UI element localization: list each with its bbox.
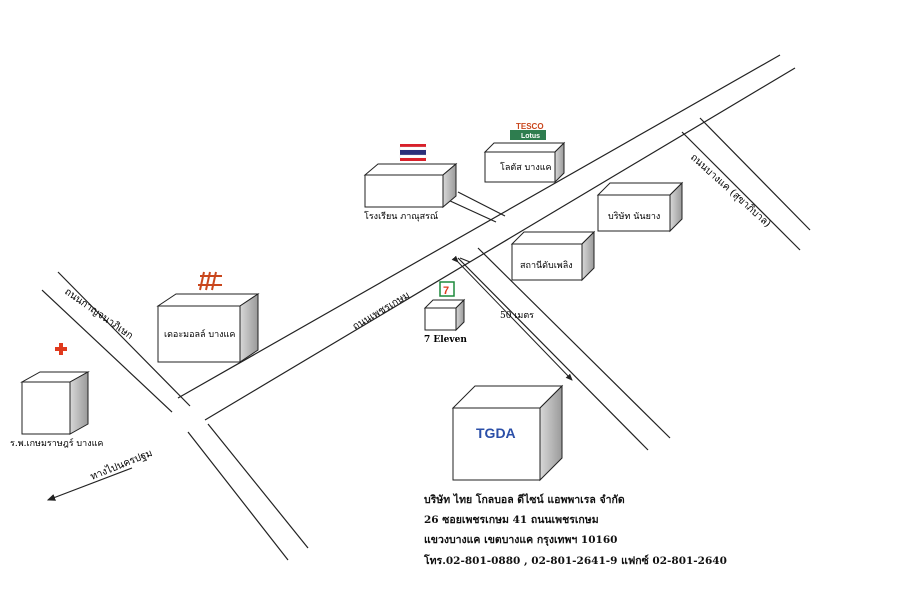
mall-label: เดอะมอลล์ บางแค (164, 328, 235, 340)
hospital-label: ร.พ.เกษมราษฎร์ บางแค (10, 437, 103, 449)
fire-station-building: สถานีดับเพลิง (510, 230, 596, 282)
lotus-building: TESCO Lotus โลตัส บางแค (483, 122, 566, 184)
school-lane-a (447, 199, 497, 223)
svg-text:Lotus: Lotus (521, 133, 540, 140)
seven-eleven-label: 7 Eleven (424, 335, 467, 345)
nanyang-label: บริษัท นันยาง (608, 211, 660, 222)
lotus-logo-icon: TESCO Lotus (510, 122, 546, 140)
main-road-edge-bottom (204, 67, 796, 421)
svg-text:7: 7 (443, 285, 449, 297)
nakhon-pathom-arrow (46, 467, 133, 501)
school-building: โรงเรียน ภาณุสรณ์ (363, 144, 458, 222)
address-line2: แขวงบางแค เขตบางแค กรุงเทพฯ 10160 (424, 534, 618, 546)
tgda-logo: TGDA (476, 425, 516, 441)
distance-label: 50 เมตร (500, 311, 534, 321)
right-road-edge-a (681, 131, 801, 251)
seven-eleven-building: 7 7 Eleven (423, 281, 467, 345)
svg-text:TESCO: TESCO (516, 122, 544, 131)
address-company: บริษัท ไทย โกลบอล ดีไซน์ แอพพาเรล จำกัด (424, 494, 625, 506)
lotus-label: โลตัส บางแค (500, 162, 552, 173)
main-road-label: ถนนเพชรเกษม (351, 290, 412, 333)
thai-flag-icon (399, 144, 427, 161)
mall-building: เดอะมอลล์ บางแค (156, 271, 260, 363)
school-lane-b (457, 191, 506, 217)
school-label: โรงเรียน ภาณุสรณ์ (364, 210, 438, 222)
right-road-edge-b (699, 117, 811, 231)
left-road-edge-b (41, 289, 173, 413)
mall-logo-icon (198, 271, 222, 291)
fire-station-label: สถานีดับเพลิง (520, 260, 573, 271)
distance-arrow (451, 255, 573, 381)
main-road-edge-top (177, 54, 781, 399)
nanyang-building: บริษัท นันยาง (596, 181, 684, 233)
nakhon-pathom-label: ทางไปนครปฐม (89, 447, 155, 483)
left-road-edge-b2 (187, 431, 289, 561)
left-road-edge-a (57, 271, 191, 407)
left-road-edge-a2 (207, 423, 309, 549)
seven-eleven-logo-icon: 7 (439, 281, 455, 297)
tgda-building: TGDA (451, 384, 564, 482)
hospital-building: ร.พ.เกษมราษฎร์ บางแค (10, 343, 103, 449)
right-road-label: ถนนบางแค (สุขาภิบาล) (688, 152, 773, 230)
address-phone: โทร.02-801-0880 , 02-801-2641-9 แฟกซ์ 02… (424, 555, 727, 567)
left-road-label: ถนนกาญจนาภิเษก (62, 286, 135, 341)
hospital-cross-icon (55, 343, 67, 355)
address-line1: 26 ซอยเพชรเกษม 41 ถนนเพชรเกษม (424, 514, 599, 526)
